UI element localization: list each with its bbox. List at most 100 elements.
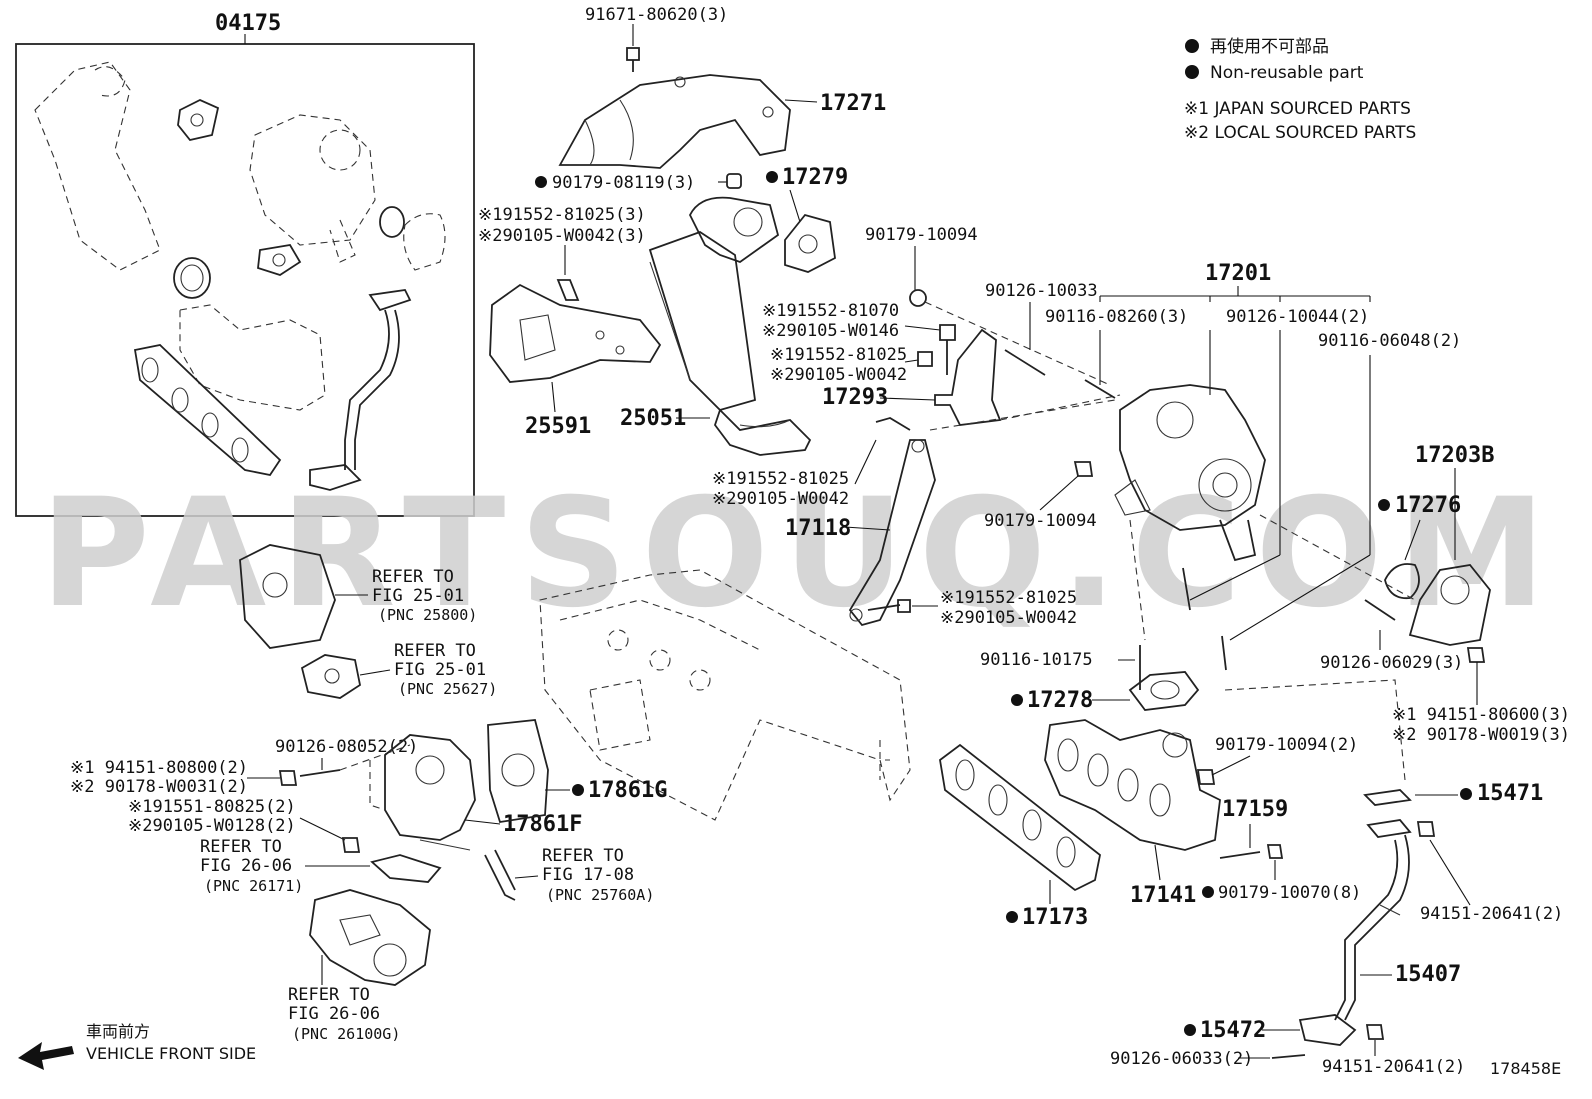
refer5-line3: (PNC 26100G) [292, 1025, 400, 1043]
label-290105-W0042-d: ※290105-W0042 [940, 608, 1077, 628]
label-191552-81070: ※191552-81070 [762, 301, 899, 321]
label-90126-06033: 90126-06033(2) [1110, 1049, 1253, 1069]
catalytic-converter-drawing [648, 196, 812, 456]
refer3-line3: (PNC 26171) [204, 877, 303, 895]
label-17118: 17118 [785, 516, 851, 541]
gasket-17279-drawing [784, 213, 836, 273]
label-17159: 17159 [1222, 797, 1288, 822]
refer1-line3: (PNC 25800) [378, 606, 477, 624]
label-17293: 17293 [822, 385, 888, 410]
legend-note-local: ※2 LOCAL SOURCED PARTS [1184, 123, 1416, 143]
refer1-line2: FIG 25-01 [372, 586, 464, 606]
label-17201: 17201 [1205, 261, 1271, 286]
gasket-17276-drawing [1384, 563, 1420, 600]
gasket-26171-drawing [370, 854, 442, 883]
label-290105-W0146: ※290105-W0146 [762, 321, 899, 341]
label-90179-10094-upper: 90179-10094 [865, 225, 978, 245]
exhaust-manifold-drawing [1044, 719, 1221, 851]
label-290105-W0042-b: ※290105-W0042 [770, 365, 907, 385]
refer1-line1: REFER TO [372, 567, 454, 587]
label-191552-81025-3: ※191552-81025(3) [478, 205, 646, 225]
label-90178-W0031: ※2 90178-W0031(2) [70, 777, 248, 797]
label-90179-10094-2: 90179-10094(2) [1215, 735, 1358, 755]
label-90126-10033: 90126-10033 [985, 281, 1098, 301]
label-17203B: 17203B [1415, 443, 1494, 468]
front-label-en: VEHICLE FRONT SIDE [86, 1044, 256, 1063]
label-17278: 17278 [1027, 688, 1093, 713]
manifold-gasket-drawing [939, 743, 1101, 892]
hose-25760A-drawing [484, 854, 516, 901]
label-91671-80620: 91671-80620(3) [585, 5, 728, 25]
label-90179-10070: 90179-10070(8) [1218, 883, 1361, 903]
label-17279: 17279 [782, 165, 848, 190]
bracket-25591-drawing [489, 283, 662, 383]
label-90126-06029: 90126-06029(3) [1320, 653, 1463, 673]
label-17271: 17271 [820, 91, 886, 116]
refer4-line1: REFER TO [542, 846, 624, 866]
vehicle-front-indicator: 車両前方 VEHICLE FRONT SIDE [18, 1022, 256, 1070]
label-191551-80825: ※191551-80825(2) [128, 797, 296, 817]
legend-non-reusable-en: Non-reusable part [1210, 63, 1364, 83]
label-290105-W0042-3: ※290105-W0042(3) [478, 226, 646, 246]
refer5-line2: FIG 26-06 [288, 1004, 380, 1024]
water-inlet-housing-drawing [309, 889, 431, 986]
gasket-25627-drawing [300, 654, 362, 699]
label-17276: 17276 [1395, 493, 1461, 518]
label-25051: 25051 [620, 406, 686, 431]
refer3-line1: REFER TO [200, 837, 282, 857]
label-90126-08052: 90126-08052(2) [275, 737, 418, 757]
label-90178-W0019: ※2 90178-W0019(3) [1392, 725, 1570, 745]
label-17173: 17173 [1022, 905, 1088, 930]
front-label-jp: 車両前方 [86, 1022, 150, 1041]
refer2-line3: (PNC 25627) [398, 680, 497, 698]
kit-contents-drawing [34, 61, 446, 491]
label-90179-10094-lower: 90179-10094 [984, 511, 1097, 531]
non-reusable-dot-icon [1185, 65, 1199, 79]
label-25591: 25591 [525, 414, 591, 439]
front-arrow-icon [18, 1042, 74, 1070]
label-90116-08260: 90116-08260(3) [1045, 307, 1188, 327]
legend-non-reusable-jp: 再使用不可部品 [1210, 36, 1329, 57]
stay-17118-drawing [848, 417, 936, 627]
label-94151-80600: ※1 94151-80600(3) [1392, 705, 1570, 725]
refer2-line2: FIG 25-01 [394, 660, 486, 680]
refer3-line2: FIG 26-06 [200, 856, 292, 876]
label-90116-10175: 90116-10175 [980, 650, 1093, 670]
label-290105-W0128: ※290105-W0128(2) [128, 816, 296, 836]
refer2-line1: REFER TO [394, 641, 476, 661]
label-04175: 04175 [215, 11, 281, 36]
kit-box-04175 [15, 43, 475, 517]
label-15472: 15472 [1200, 1018, 1266, 1043]
watermark: PARTSOUQ.COM [40, 467, 1560, 641]
label-90116-06048: 90116-06048(2) [1318, 331, 1461, 351]
label-94151-20641-a: 94151-20641(2) [1420, 904, 1563, 924]
heat-insulator-drawing [558, 47, 791, 169]
label-94151-20641-b: 94151-20641(2) [1322, 1057, 1465, 1077]
label-15407: 15407 [1395, 962, 1461, 987]
label-94151-80800: ※1 94151-80800(2) [70, 758, 248, 778]
label-191552-81025-c: ※191552-81025 [712, 469, 849, 489]
label-191552-81025-b: ※191552-81025 [770, 345, 907, 365]
elbow-17203B-drawing [1408, 564, 1491, 646]
turbocharger-drawing [1114, 384, 1266, 562]
refer5-line1: REFER TO [288, 985, 370, 1005]
gasket-17278-drawing [1128, 671, 1200, 711]
legend: 再使用不可部品 Non-reusable part ※1 JAPAN SOURC… [1184, 36, 1416, 143]
vacuum-pump-drawing [239, 544, 336, 649]
label-191552-81025-d: ※191552-81025 [940, 588, 1077, 608]
refer4-line2: FIG 17-08 [542, 865, 634, 885]
label-15471: 15471 [1477, 781, 1543, 806]
label-17141: 17141 [1130, 883, 1196, 908]
refer4-line3: (PNC 25760A) [546, 886, 654, 904]
gasket-17861G-drawing [487, 719, 549, 824]
engine-block-drawing [539, 569, 911, 821]
label-90126-10044: 90126-10044(2) [1226, 307, 1369, 327]
label-17861G: 17861G [588, 778, 667, 803]
legend-note-japan: ※1 JAPAN SOURCED PARTS [1184, 99, 1411, 119]
label-290105-W0042-c: ※290105-W0042 [712, 489, 849, 509]
label-90179-08119: 90179-08119(3) [552, 173, 695, 193]
water-outlet-drawing [369, 734, 476, 851]
figure-id: 178458E [1490, 1059, 1561, 1078]
oil-pipe-drawing [1298, 789, 1412, 1046]
